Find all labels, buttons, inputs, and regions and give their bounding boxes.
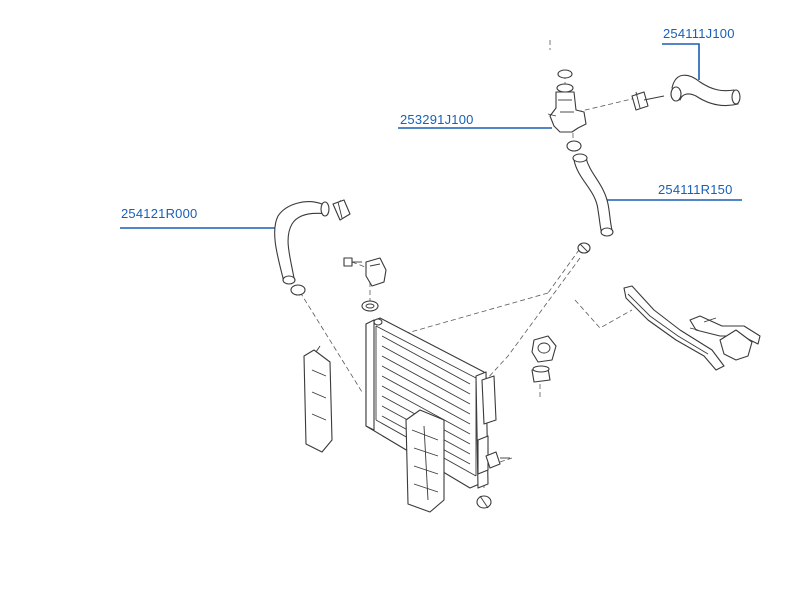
part-label-254111r150[interactable]: 254111R150 xyxy=(658,182,733,197)
mounting-bracket-top xyxy=(365,257,387,287)
hose-clamp-left-upper xyxy=(332,199,351,221)
part-label-254111j100[interactable]: 254111J100 xyxy=(663,26,735,41)
leader-254111J100 xyxy=(662,43,700,80)
air-guide-front xyxy=(405,409,445,513)
thermostat-housing-253291j100[interactable] xyxy=(547,69,587,152)
hose-clamp-upper xyxy=(631,91,665,111)
radiator-drain-plug xyxy=(485,451,510,469)
part-label-254121r000[interactable]: 254121R000 xyxy=(121,206,198,221)
hose-254111r150[interactable] xyxy=(572,153,614,237)
hose-254121r000[interactable] xyxy=(274,201,330,285)
hose-clamp-left-lower xyxy=(290,284,306,296)
sensor-part xyxy=(531,335,557,363)
hose-clamp-middle xyxy=(577,242,591,254)
part-label-253291j100[interactable]: 253291J100 xyxy=(400,112,474,127)
rubber-mount-bottom xyxy=(476,495,492,509)
leader-lines xyxy=(120,43,742,229)
air-guide-left xyxy=(303,345,333,453)
grommet-part xyxy=(531,365,551,383)
mounting-bolt xyxy=(343,257,362,267)
cooler-pipes xyxy=(623,285,761,371)
hose-254111j100[interactable] xyxy=(670,74,741,107)
rubber-mount-top xyxy=(361,300,379,312)
